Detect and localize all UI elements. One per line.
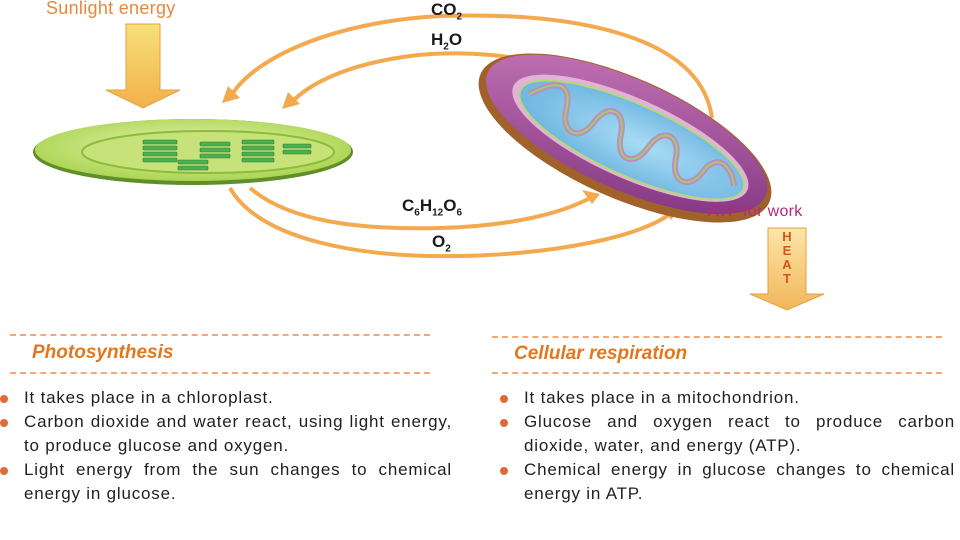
- list-item: It takes place in a mitochondrion.: [500, 386, 955, 410]
- heat-arrow: [749, 227, 825, 311]
- list-item: Glucose and oxygen react to produce carb…: [500, 410, 955, 458]
- photosynthesis-list: It takes place in a chloroplast. Carbon …: [0, 386, 452, 506]
- list-item: Carbon dioxide and water react, using li…: [0, 410, 452, 458]
- glucose-label: C6H12O6: [402, 196, 463, 219]
- respiration-title: Cellular respiration: [514, 343, 688, 364]
- o2-label: O2: [432, 232, 451, 255]
- sunlight-arrow: [105, 23, 181, 109]
- photosynthesis-top-divider: [10, 334, 430, 336]
- atp-for-work-label: ATP for work: [708, 203, 803, 220]
- respiration-bottom-divider: [492, 372, 942, 374]
- photosynthesis-bottom-divider: [10, 372, 430, 374]
- h2o-label: H2O: [431, 30, 463, 53]
- glucose-arrow: [248, 186, 591, 231]
- o2-arrow: [228, 186, 672, 259]
- co2-arrow: [228, 13, 714, 119]
- sunlight-energy-label: Sunlight energy: [46, 0, 176, 18]
- chloroplast: [33, 119, 353, 185]
- list-item: Light energy from the sun changes to che…: [0, 458, 452, 506]
- heat-label: H E A T: [782, 229, 792, 286]
- photosynthesis-title: Photosynthesis: [32, 342, 174, 363]
- respiration-list: It takes place in a mitochondrion. Gluco…: [500, 386, 955, 506]
- mitochondrion: [478, 53, 772, 223]
- respiration-top-divider: [492, 336, 942, 338]
- co2-label: CO2: [431, 0, 463, 23]
- list-item: Chemical energy in glucose changes to ch…: [500, 458, 955, 506]
- list-item: It takes place in a chloroplast.: [0, 386, 452, 410]
